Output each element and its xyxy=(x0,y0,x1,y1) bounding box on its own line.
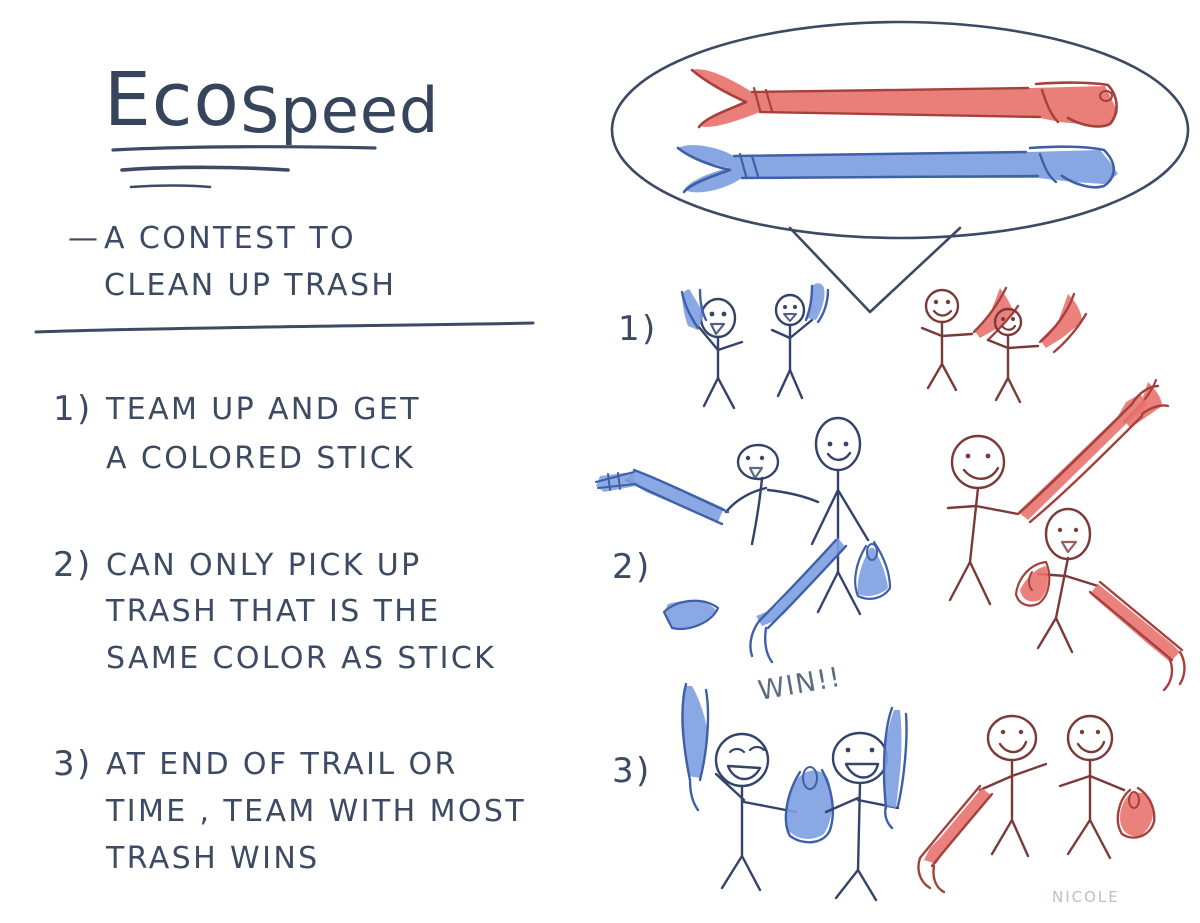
panel-1: 1) xyxy=(618,283,1162,428)
rule-2-line-1: CAN ONLY PICK UP xyxy=(106,548,422,583)
panel-2-number: 2) xyxy=(612,547,652,587)
rule-item-1: 1) TEAM UP AND GET A COLORED STICK xyxy=(53,389,421,476)
blue-stick-figure xyxy=(680,288,744,410)
red-stick-figure xyxy=(1058,714,1156,860)
panel-1-number: 1) xyxy=(618,309,658,349)
rule-2-line-3: SAME COLOR AS STICK xyxy=(106,641,496,676)
red-stick-figure xyxy=(917,714,1048,894)
red-stick-figure xyxy=(1014,507,1186,692)
panel-3-number: 3) xyxy=(612,751,652,791)
rule-1-number: 1) xyxy=(53,389,93,429)
blue-grabber-tool xyxy=(676,145,1118,194)
rule-3-line-2: TIME , TEAM WITH MOST xyxy=(105,794,526,829)
rule-1-line-2: A COLORED STICK xyxy=(106,441,415,476)
blue-stick-figure xyxy=(824,706,908,902)
rule-1-line-1: TEAM UP AND GET xyxy=(105,392,421,427)
red-stick-figure xyxy=(920,286,1020,392)
rule-3-number: 3) xyxy=(53,744,93,784)
red-stick-figure xyxy=(946,384,1170,606)
rule-2-line-2: TRASH THAT IS THE xyxy=(105,594,441,629)
title-eco: Eco xyxy=(104,57,240,143)
rule-item-2: 2) CAN ONLY PICK UP TRASH THAT IS THE SA… xyxy=(53,545,496,676)
page-title: Eco Speed xyxy=(104,57,439,147)
tagline-dash: — xyxy=(68,221,100,256)
artist-signature: NICOLE xyxy=(1052,888,1120,906)
blue-stick-figure xyxy=(770,283,830,400)
speech-bubble xyxy=(610,20,1190,314)
blue-stick-figure xyxy=(595,443,820,546)
red-grabber-tool xyxy=(690,68,1118,129)
red-stick-figure xyxy=(986,292,1088,404)
blue-stick-figure xyxy=(662,416,892,664)
rule-item-3: 3) AT END OF TRAIL OR TIME , TEAM WITH M… xyxy=(53,744,526,876)
tagline: — A CONTEST TO CLEAN UP TRASH xyxy=(68,221,396,303)
panel-3: 3) WIN!! xyxy=(612,662,1156,902)
rule-2-number: 2) xyxy=(53,545,93,585)
tagline-line-1: A CONTEST TO xyxy=(104,221,356,256)
title-underlines xyxy=(111,145,377,189)
blue-trash-bag xyxy=(784,766,834,844)
panel-3-caption: WIN!! xyxy=(756,662,844,707)
rule-3-line-1: AT END OF TRAIL OR xyxy=(106,747,458,782)
tagline-line-2: CLEAN UP TRASH xyxy=(104,268,396,303)
title-speed: Speed xyxy=(240,74,439,147)
panel-2: 2) xyxy=(595,384,1186,692)
rule-3-line-3: TRASH WINS xyxy=(105,841,320,876)
divider-rule xyxy=(34,321,535,334)
blue-stick-figure xyxy=(681,682,798,892)
